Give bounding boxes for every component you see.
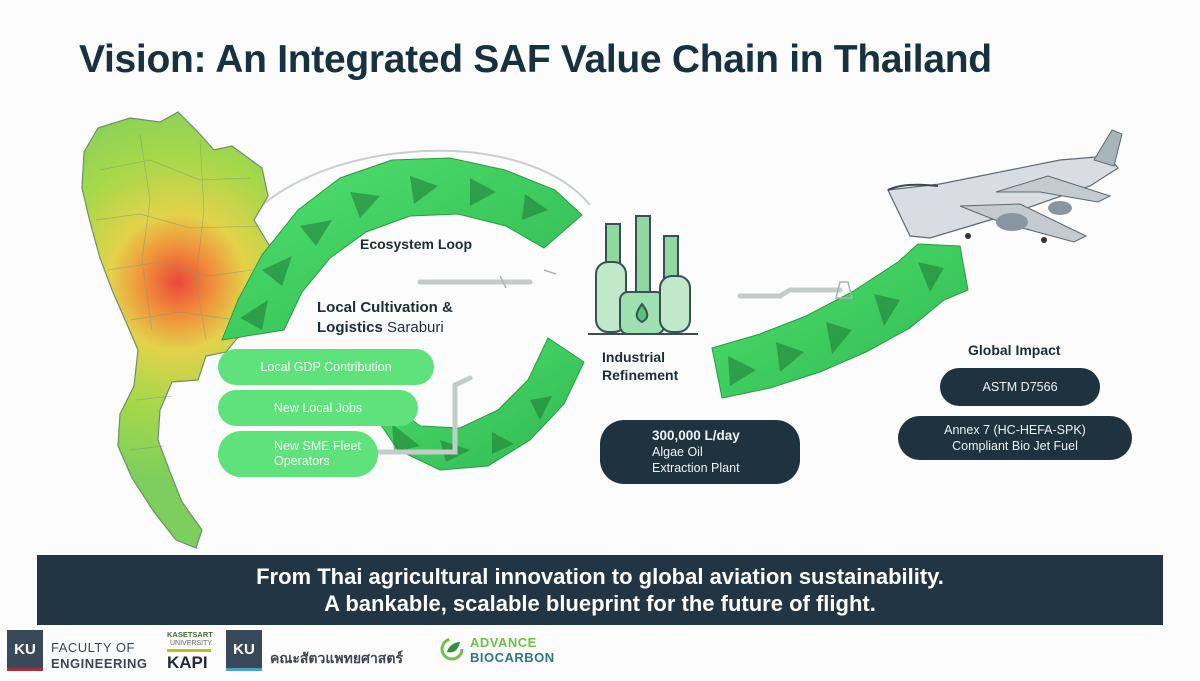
plant-type-line1: Algae Oil xyxy=(652,445,703,459)
pill-new-local-jobs: New Local Jobs xyxy=(218,390,418,426)
global-impact-arrow xyxy=(711,243,969,399)
airplane-icon xyxy=(887,129,1123,243)
faculty-engineering-line1: FACULTY OF xyxy=(51,640,135,655)
thailand-map-icon xyxy=(81,111,273,549)
ku-logo-box-engineering: KU xyxy=(7,630,43,668)
ku-logo-text-2: KU xyxy=(233,640,255,658)
annex-line2: Compliant Bio Jet Fuel xyxy=(952,439,1078,453)
cultivation-label-location: Saraburi xyxy=(387,319,444,336)
banner-line1: From Thai agricultural innovation to glo… xyxy=(256,564,944,589)
vet-faculty-name: คณะสัตวแพทยศาสตร์ xyxy=(270,651,403,667)
pill-new-sme-fleet-line2: Operators xyxy=(274,454,330,468)
annex-compliance-badge: Annex 7 (HC-HEFA-SPK) Compliant Bio Jet … xyxy=(898,416,1132,460)
ecosystem-loop-label: Ecosystem Loop xyxy=(360,236,473,252)
page-title: Vision: An Integrated SAF Value Chain in… xyxy=(79,38,992,81)
loop-guide-arc xyxy=(239,149,591,231)
summary-banner: From Thai agricultural innovation to glo… xyxy=(37,555,1163,625)
pill-new-sme-fleet: New SME Fleet Operators xyxy=(218,431,378,477)
ku-logo-underline xyxy=(7,668,43,671)
global-impact-chevrons xyxy=(728,262,944,386)
pipeline-icon xyxy=(375,279,843,455)
cultivation-label-bold: Logistics xyxy=(317,319,383,336)
refinery-icon xyxy=(588,215,698,335)
pill-local-gdp-text: Local GDP Contribution xyxy=(260,359,392,374)
ecosystem-loop-arrow-lower xyxy=(371,337,585,471)
kapi-logo-line2: UNIVERSITY xyxy=(170,640,213,647)
pipeline-details xyxy=(499,269,853,299)
banner-line2: A bankable, scalable blueprint for the f… xyxy=(324,591,876,616)
pill-local-gdp: Local GDP Contribution xyxy=(218,349,434,385)
leaf-logo-icon xyxy=(440,637,464,661)
astm-standard: ASTM D7566 xyxy=(982,380,1058,394)
plant-capacity: 300,000 L/day xyxy=(652,428,740,443)
ku-logo-vet-underline xyxy=(226,668,262,671)
kapi-logo-line3: KAPI xyxy=(167,653,208,672)
plant-type-line2: Extraction Plant xyxy=(652,461,740,475)
annex-line1: Annex 7 (HC-HEFA-SPK) xyxy=(944,423,1086,437)
astm-standard-badge: ASTM D7566 xyxy=(940,368,1100,406)
ecosystem-loop-arrow-upper xyxy=(221,157,583,341)
kapi-logo-line1: KASETSART xyxy=(167,630,213,639)
refinement-label-line2: Refinement xyxy=(602,367,679,383)
kapi-logo-rule xyxy=(167,649,211,652)
cultivation-label-line2: Logistics Saraburi xyxy=(317,319,444,336)
ecosystem-loop-chevrons-upper xyxy=(240,176,548,330)
global-impact-title: Global Impact xyxy=(968,342,1061,358)
pill-new-local-jobs-text: New Local Jobs xyxy=(273,400,363,415)
refinement-label-line1: Industrial xyxy=(602,349,666,365)
ku-logo-box-vet: KU xyxy=(226,630,262,668)
pill-new-sme-fleet-line1: New SME Fleet xyxy=(274,439,361,453)
ku-logo-text-1: KU xyxy=(14,640,36,658)
cultivation-label-line1: Local Cultivation & xyxy=(317,299,453,316)
faculty-engineering-line2: ENGINEERING xyxy=(51,656,148,671)
advance-biocarbon-line1: ADVANCE xyxy=(470,635,537,650)
plant-capacity-badge: 300,000 L/day Algae Oil Extraction Plant xyxy=(600,420,800,484)
advance-biocarbon-line2: BIOCARBON xyxy=(470,650,555,665)
